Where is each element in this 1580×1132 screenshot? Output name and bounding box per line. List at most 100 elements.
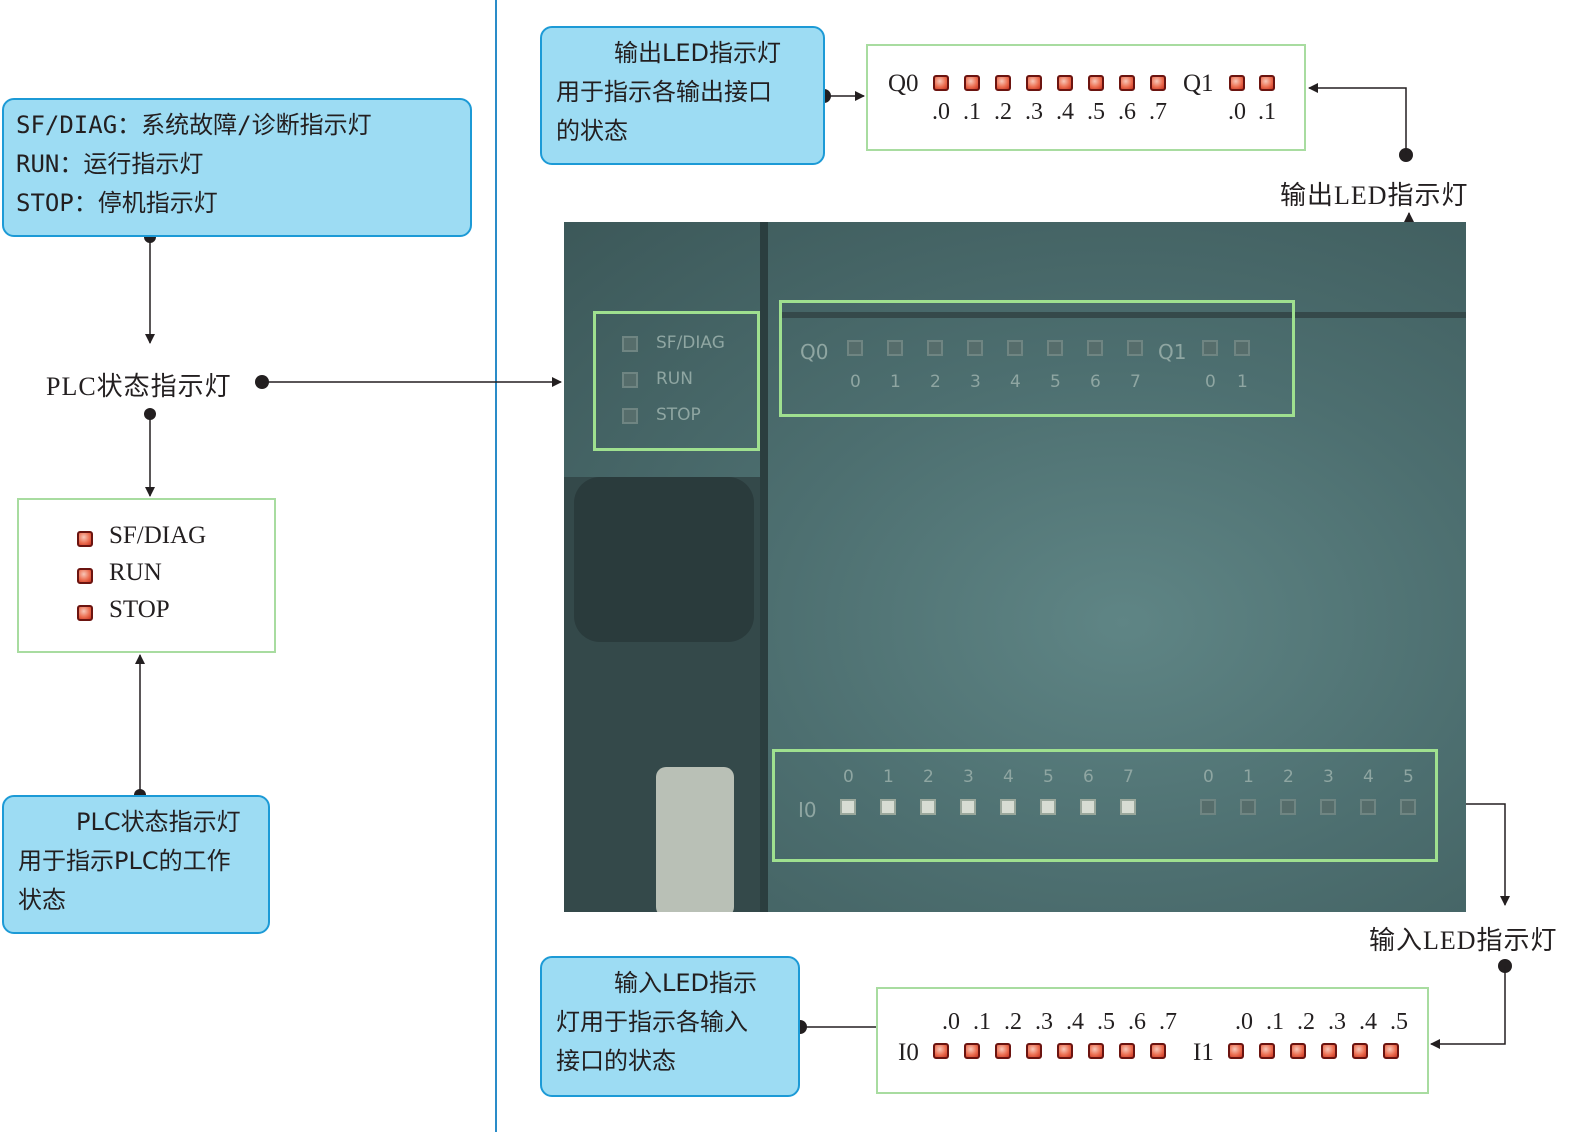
highlight-input-leds [772,749,1438,862]
q0-bit: .4 [1056,99,1074,125]
input-desc-line-2: 灯用于指示各输入 [556,1008,748,1036]
q0-bit: .6 [1118,99,1136,125]
photo-i0-number: 1 [883,767,894,787]
i0-bit: .0 [942,1009,960,1035]
photo-led-sfdiag [622,336,638,352]
i0-label: I0 [898,1039,919,1066]
i0-bit: .5 [1097,1009,1115,1035]
photo-led-run [622,372,638,388]
photo-i0-led [1000,799,1016,815]
photo-i0-number: 3 [963,767,974,787]
i0-bit: .4 [1066,1009,1084,1035]
photo-i1-led [1280,799,1296,815]
photo-i1-led [1400,799,1416,815]
photo-i0-number: 4 [1003,767,1014,787]
i1-label: I1 [1193,1039,1214,1066]
i0-bit: .3 [1035,1009,1053,1035]
i0-bit: .6 [1128,1009,1146,1035]
status-label-stop: STOP [109,596,170,623]
photo-i0-led [960,799,976,815]
photo-i0-led [1040,799,1056,815]
i0-led [1026,1043,1042,1059]
i0-bit: .1 [973,1009,991,1035]
photo-q1-led [1234,340,1250,356]
photo-q0-led [927,340,943,356]
photo-i0-number: 7 [1123,767,1134,787]
plc-status-description-note: PLC状态指示灯 用于指示PLC的工作 状态 [2,795,270,934]
i0-led [995,1043,1011,1059]
photo-i1-led [1240,799,1256,815]
highlight-output-leds [779,300,1295,417]
q1-led [1259,75,1275,91]
i0-led [1119,1043,1135,1059]
photo-i1-led [1200,799,1216,815]
i1-led [1228,1043,1244,1059]
q1-label: Q1 [1183,70,1214,97]
photo-q0-number: 5 [1050,372,1061,392]
photo-q0-led [967,340,983,356]
caption-input-led: 输入LED指示灯 [1369,926,1558,955]
i0-led [933,1043,949,1059]
q0-led [1057,75,1073,91]
q1-led [1229,75,1245,91]
i1-bit: .1 [1266,1009,1284,1035]
photo-q0-led [847,340,863,356]
photo-panel-seam [760,222,768,912]
q0-bit: .2 [994,99,1012,125]
q0-bit: .1 [963,99,981,125]
q0-bit: .7 [1149,99,1167,125]
photo-q0-number: 7 [1130,372,1141,392]
photo-i0-number: 2 [923,767,934,787]
output-led-panel: Q0 Q1 .0 .1 .2 .3 .4 .5 .6 .7 .0 .1 [866,44,1306,151]
plc-desc-line-3: 状态 [18,886,66,914]
i1-led [1321,1043,1337,1059]
photo-q0-number: 1 [890,372,901,392]
status-legend-note: SF/DIAG：系统故障/诊断指示灯 RUN：运行指示灯 STOP：停机指示灯 [2,98,472,237]
q0-led [1088,75,1104,91]
photo-q0-number: 2 [930,372,941,392]
i1-led [1352,1043,1368,1059]
q1-bit: .0 [1228,99,1246,125]
i0-led [964,1043,980,1059]
photo-i1-led [1320,799,1336,815]
status-label-sfdiag: SF/DIAG [109,522,207,549]
i0-bit: .7 [1159,1009,1177,1035]
input-desc-line-3: 接口的状态 [556,1047,676,1075]
photo-top-rail [779,312,1466,318]
photo-i0-led [880,799,896,815]
caption-plc-status: PLC状态指示灯 [46,372,232,401]
photo-q1-number: 1 [1237,372,1248,392]
photo-q0-led [887,340,903,356]
i1-led [1383,1043,1399,1059]
photo-i0-number: 6 [1083,767,1094,787]
photo-i1-number: 5 [1403,767,1414,787]
photo-i1-number: 0 [1203,767,1214,787]
status-label-run: RUN [109,559,162,586]
i1-bit: .4 [1359,1009,1377,1035]
plc-desc-line-1: PLC状态指示灯 [76,808,241,836]
photo-i1-number: 3 [1323,767,1334,787]
photo-q0-led [1047,340,1063,356]
output-desc-line-1: 输出LED指示灯 [614,39,782,67]
input-led-panel: .0 .1 .2 .3 .4 .5 .6 .7 .0 .1 .2 .3 .4 .… [876,987,1429,1094]
legend-line-run: RUN：运行指示灯 [16,150,204,178]
q0-bit: .5 [1087,99,1105,125]
i0-led [1088,1043,1104,1059]
output-desc-line-3: 的状态 [556,117,628,145]
q1-bit: .1 [1258,99,1276,125]
q0-led [1150,75,1166,91]
photo-q0-number: 4 [1010,372,1021,392]
q0-led [933,75,949,91]
i0-bit: .2 [1004,1009,1022,1035]
input-description-note: 输入LED指示 灯用于指示各输入 接口的状态 [540,956,800,1097]
photo-led-stop [622,408,638,424]
photo-q0-label: Q0 [800,340,829,364]
photo-label-sfdiag: SF/DIAG [656,333,725,353]
photo-i0-led [840,799,856,815]
q0-bit: .3 [1025,99,1043,125]
photo-cartridge-slot [574,477,754,642]
i1-bit: .2 [1297,1009,1315,1035]
i1-bit: .5 [1390,1009,1408,1035]
